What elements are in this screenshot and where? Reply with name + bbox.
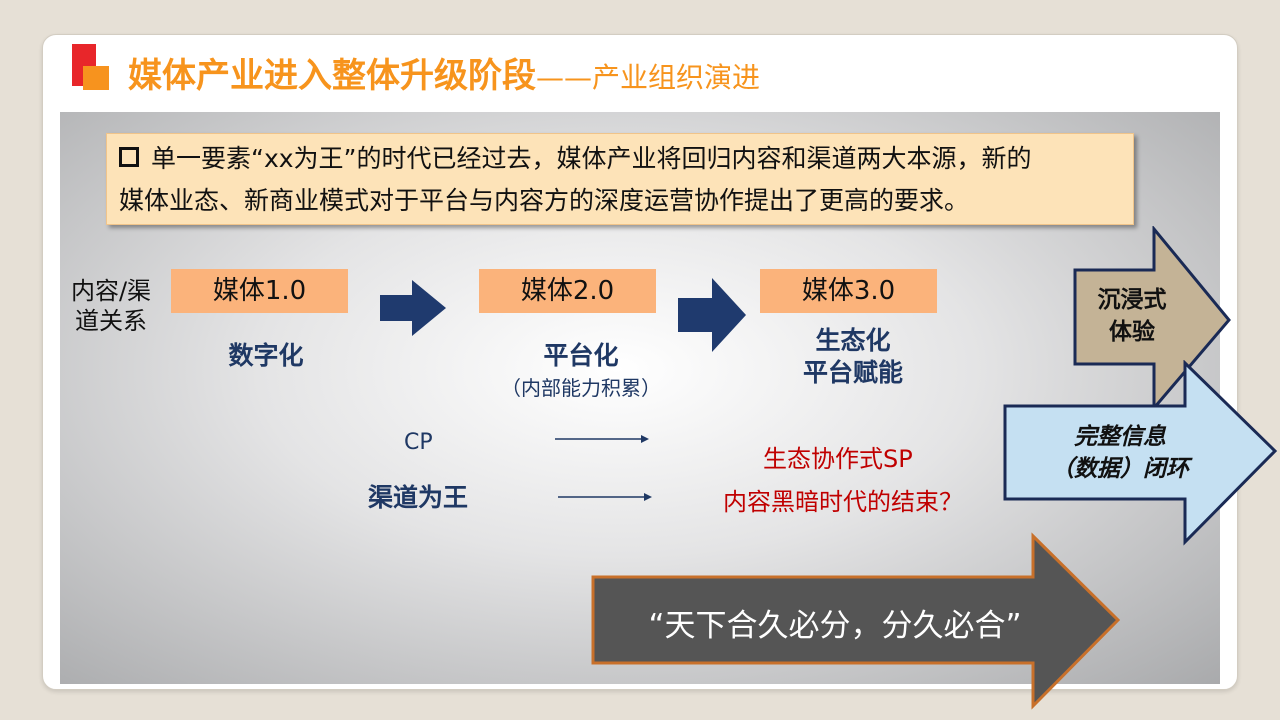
immersive-arrow-text: 沉浸式 体验: [1078, 284, 1186, 348]
immersive-arrow-line-2: 体验: [1109, 319, 1155, 345]
title-sub: ——产业组织演进: [536, 61, 761, 94]
content-channel-label: 内容/渠 道关系: [62, 276, 160, 336]
stage-arrow-2-icon: [678, 278, 746, 352]
stage-name-platformization: 平台化: [543, 341, 619, 370]
logo-orange-square: [83, 66, 109, 90]
transition-arrow-1-icon: [555, 435, 649, 443]
stage-name-ecosystem-line-1: 生态化: [815, 326, 891, 355]
unity-division-arrow-icon: [591, 532, 1121, 710]
immersive-arrow-line-1: 沉浸式: [1097, 287, 1167, 313]
note-line-1: 单一要素“xx为王”的时代已经过去，媒体产业将回归内容和渠道两大本源，新的: [151, 144, 1032, 173]
slide-title: 媒体产业进入整体升级阶段——产业组织演进: [128, 48, 760, 97]
data-loop-arrow-line-1: 完整信息: [1074, 424, 1166, 450]
title-main: 媒体产业进入整体升级阶段: [128, 56, 536, 96]
transition-from-channel-king: 渠道为王: [367, 483, 468, 512]
stage-name-ecosystem-line-2: 平台赋能: [802, 358, 903, 387]
transition-to-dark-age-end: 内容黑暗时代的结束？: [723, 488, 963, 516]
data-loop-arrow-icon: [1003, 360, 1278, 546]
stage-note-internal-capability: （内部能力积累）: [501, 376, 661, 400]
stage-name-ecosystem: 生态化 平台赋能: [758, 325, 948, 389]
stage-name-digitization: 数字化: [228, 341, 304, 370]
immersive-arrow-icon: [1073, 226, 1231, 412]
stage-box-media-1: 媒体1.0: [171, 269, 348, 313]
checkbox-bullet-icon: [119, 147, 139, 167]
stage-arrow-1-icon: [380, 280, 446, 336]
unity-division-quote: “天下合久必分，分久必合”: [648, 608, 1022, 644]
transition-arrow-2-icon: [558, 493, 652, 501]
data-loop-arrow-line-2: （数据）闭环: [1051, 456, 1189, 482]
stage-box-media-3: 媒体3.0: [760, 269, 937, 313]
transition-to-ecosystem-sp: 生态协作式SP: [763, 445, 913, 473]
note-line-2: 媒体业态、新商业模式对于平台与内容方的深度运营协作提出了更高的要求。: [119, 186, 970, 215]
transition-from-cp: CP: [404, 430, 433, 455]
content-channel-label-line-2: 道关系: [75, 307, 147, 335]
intro-note-box: 单一要素“xx为王”的时代已经过去，媒体产业将回归内容和渠道两大本源，新的 媒体…: [106, 133, 1134, 225]
data-loop-arrow-text: 完整信息 （数据）闭环: [1030, 421, 1210, 485]
stage-box-media-2: 媒体2.0: [479, 269, 656, 313]
content-channel-label-line-1: 内容/渠: [70, 277, 152, 305]
